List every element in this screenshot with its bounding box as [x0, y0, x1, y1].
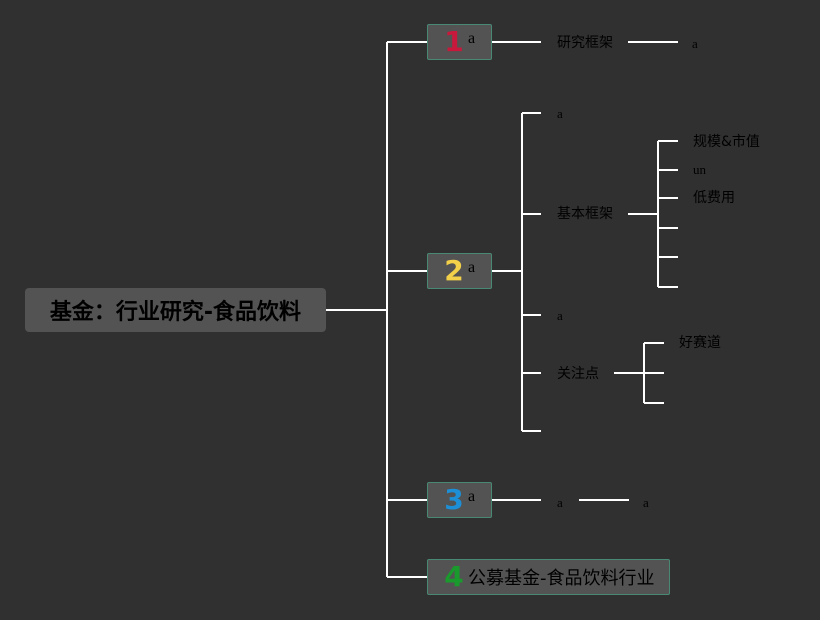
- number-three-badge-icon: 3: [444, 483, 464, 516]
- branch-node-4[interactable]: 4 公募基金-食品饮料行业: [427, 559, 670, 595]
- topic-leaf[interactable]: a: [643, 495, 649, 510]
- root-title: 基金：行业研究-食品饮料: [49, 300, 302, 325]
- branch-label: a: [468, 259, 476, 276]
- branch-node-1[interactable]: 1 a: [427, 24, 492, 60]
- topic-basic-framework[interactable]: 基本框架: [557, 206, 613, 222]
- branch-label: 公募基金-食品饮料行业: [468, 568, 655, 589]
- topic-leaf[interactable]: a: [557, 495, 563, 510]
- topic-focus-points[interactable]: 关注点: [557, 366, 599, 382]
- number-two-badge-icon: 2: [444, 254, 464, 287]
- topic-scale-market-value[interactable]: 规模&市值: [693, 134, 760, 150]
- topic-low-fee[interactable]: 低费用: [693, 190, 735, 206]
- number-one-badge-icon: 1: [444, 25, 464, 58]
- topic-leaf[interactable]: a: [692, 36, 698, 51]
- root-node[interactable]: 基金：行业研究-食品饮料: [25, 288, 326, 332]
- branch-node-2[interactable]: 2 a: [427, 253, 492, 289]
- topic-research-framework[interactable]: 研究框架: [557, 35, 613, 51]
- branch-label: a: [468, 488, 476, 505]
- branch-node-3[interactable]: 3 a: [427, 482, 492, 518]
- branch-label: a: [468, 30, 476, 47]
- number-four-badge-icon: 4: [444, 560, 464, 593]
- topic-leaf[interactable]: un: [693, 162, 706, 177]
- topic-leaf[interactable]: a: [557, 106, 563, 121]
- topic-leaf[interactable]: a: [557, 308, 563, 323]
- topic-good-track[interactable]: 好赛道: [679, 335, 721, 351]
